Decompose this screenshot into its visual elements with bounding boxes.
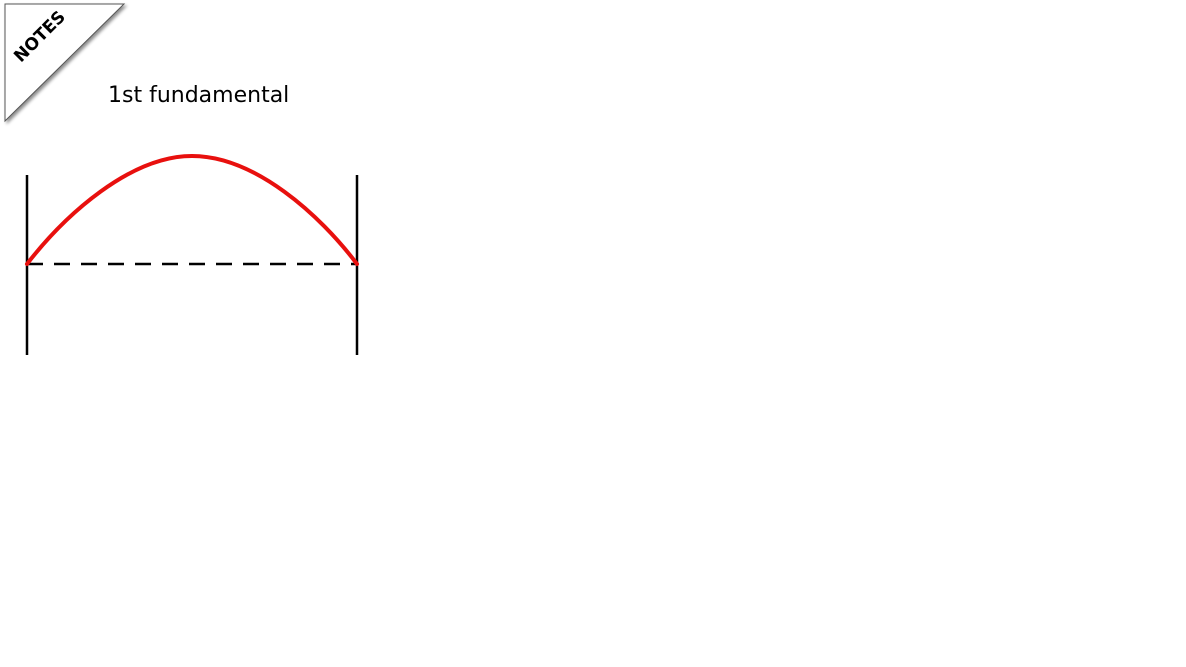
standing-wave-diagram <box>25 153 359 355</box>
notes-corner-tag: NOTES <box>0 0 130 130</box>
standing-wave-curve <box>25 153 359 266</box>
diagram-title: 1st fundamental <box>108 83 290 108</box>
notes-corner-shape <box>4 3 126 123</box>
